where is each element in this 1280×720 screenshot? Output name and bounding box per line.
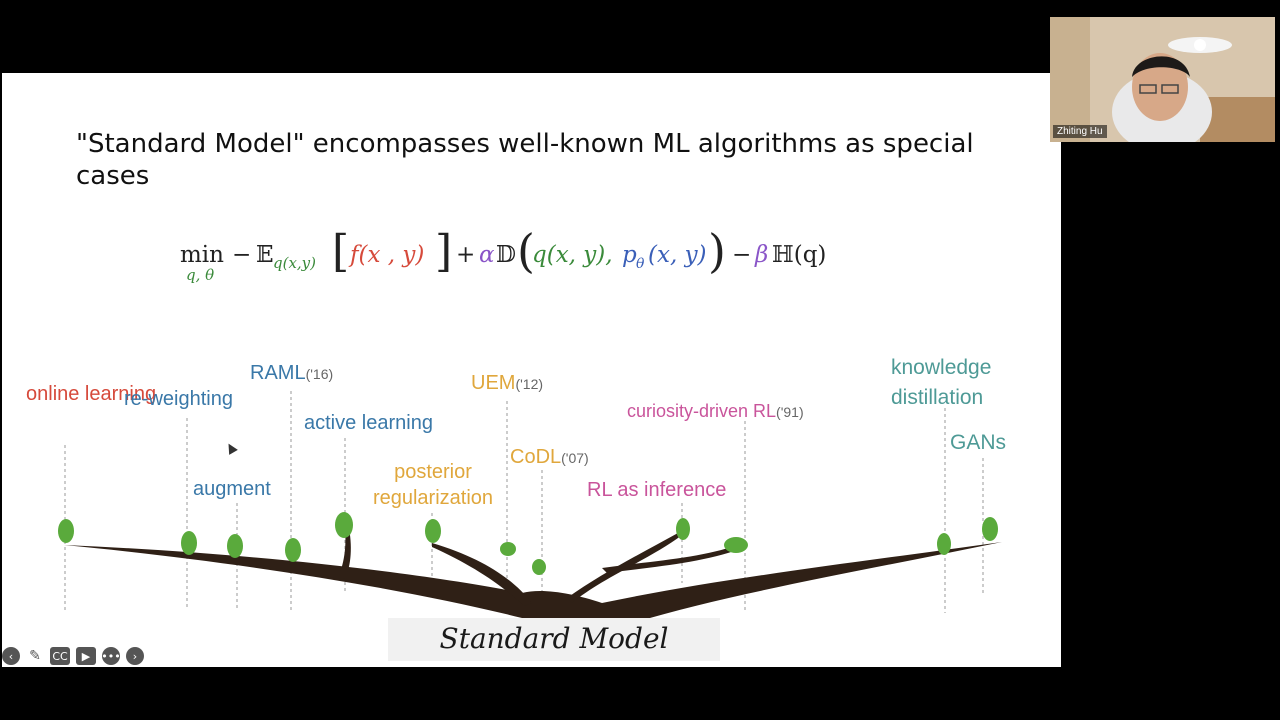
leaves — [58, 512, 998, 575]
standard-model-label: Standard Model — [439, 622, 669, 655]
video-off-icon[interactable]: ▶ — [76, 647, 96, 665]
formula-expectation: 𝔼 — [256, 242, 274, 268]
label-raml-text: RAML — [250, 362, 306, 384]
label-gans: GANs — [950, 431, 1007, 454]
label-online-learning: online learning — [26, 383, 157, 405]
formula-beta: β — [755, 242, 769, 268]
formula-q: q(x, y), — [532, 242, 613, 268]
formula-plus: + — [456, 242, 476, 268]
cc-icon[interactable]: CC — [50, 647, 70, 665]
formula-left-bracket: [ — [332, 226, 350, 277]
formula-divergence: 𝔻 — [496, 242, 516, 268]
formula-minus-2: − — [732, 242, 752, 268]
formula-min-sub: q, θ — [186, 266, 215, 284]
pen-icon[interactable]: ✎ — [29, 648, 41, 664]
participant-avatar-illustration — [1050, 17, 1275, 142]
formula-f: f(x , y) — [350, 242, 425, 268]
slide-toolbar: ‹ ✎ CC ▶ ••• › — [2, 645, 144, 667]
presentation-slide: "Standard Model" encompasses well-known … — [2, 73, 1061, 667]
formula-right-paren: ) — [708, 224, 726, 278]
formula-entropy: ℍ(q) — [772, 242, 827, 268]
formula-expectation-sub: q(x,y) — [273, 254, 317, 272]
label-codl-year: ('07) — [561, 450, 589, 466]
label-rl-as-inference: RL as inference — [587, 479, 727, 501]
tree-trunk — [64, 528, 1002, 633]
label-active-learning: active learning — [304, 412, 433, 434]
tree-illustration — [58, 391, 1002, 633]
slide-title: "Standard Model" encompasses well-known … — [76, 129, 974, 191]
formula-min: min — [180, 242, 224, 268]
formula-alpha: α — [479, 242, 495, 268]
formula-right-bracket: ] — [435, 226, 453, 277]
label-curiosity-driven-rl: curiosity-driven RL('91) — [627, 398, 804, 425]
participant-name: Zhiting Hu — [1053, 125, 1107, 138]
back-icon[interactable]: ‹ — [2, 647, 20, 665]
label-uem-text: UEM — [471, 372, 516, 394]
formula-p: p — [622, 242, 637, 268]
formula-left-paren: ( — [517, 224, 535, 278]
objective-formula: min q, θ − 𝔼 q(x,y) [ f(x , y) ] + α 𝔻 (… — [180, 224, 880, 298]
label-codl-text: CoDL — [510, 446, 562, 468]
label-uem-year: ('12) — [515, 376, 544, 392]
label-knowledge-distillation: knowledge distillation — [891, 356, 992, 409]
participant-video: Zhiting Hu — [1050, 17, 1275, 142]
formula-pxy: (x, y) — [648, 242, 707, 268]
label-raml-year: ('16) — [305, 366, 334, 382]
label-curiosity-text: curiosity-driven RL — [627, 401, 777, 421]
formula-p-sub: θ — [636, 256, 645, 272]
label-uem: UEM('12) — [471, 370, 543, 397]
label-re-weighting: re-weighting — [124, 388, 233, 410]
forward-icon[interactable]: › — [126, 647, 144, 665]
label-posterior-regularization: posterior regularization — [372, 461, 494, 509]
label-raml: RAML('16) — [250, 360, 333, 387]
standard-model-box: Standard Model — [388, 618, 720, 661]
leader-lines — [64, 391, 984, 628]
label-curiosity-year: ('91) — [776, 404, 804, 420]
label-codl: CoDL('07) — [510, 444, 589, 471]
formula-minus: − — [232, 242, 252, 268]
label-augment: augment — [193, 478, 271, 500]
more-icon[interactable]: ••• — [101, 647, 121, 665]
